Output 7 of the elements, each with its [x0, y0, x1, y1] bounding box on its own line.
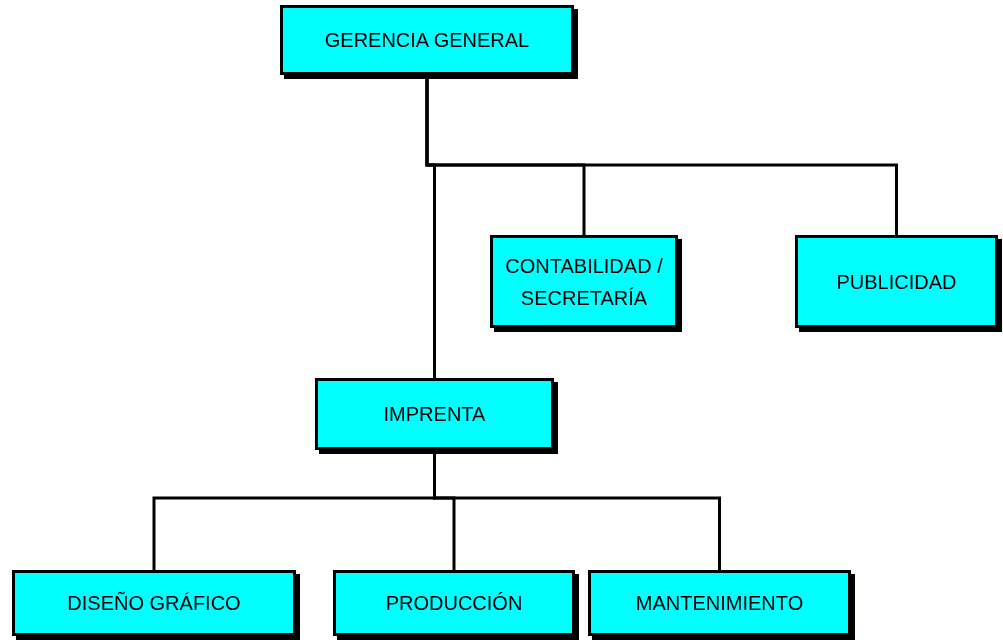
box-label: GERENCIA GENERAL — [324, 28, 530, 53]
box-label: CONTABILIDAD / SECRETARÍA — [504, 253, 664, 311]
box-label: DISEÑO GRÁFICO — [67, 590, 241, 616]
box-label: PUBLICIDAD — [836, 269, 957, 295]
box-label: IMPRENTA — [383, 402, 486, 427]
box-label: MANTENIMIENTO — [635, 591, 804, 616]
box-label: PRODUCCIÓN — [385, 591, 523, 616]
